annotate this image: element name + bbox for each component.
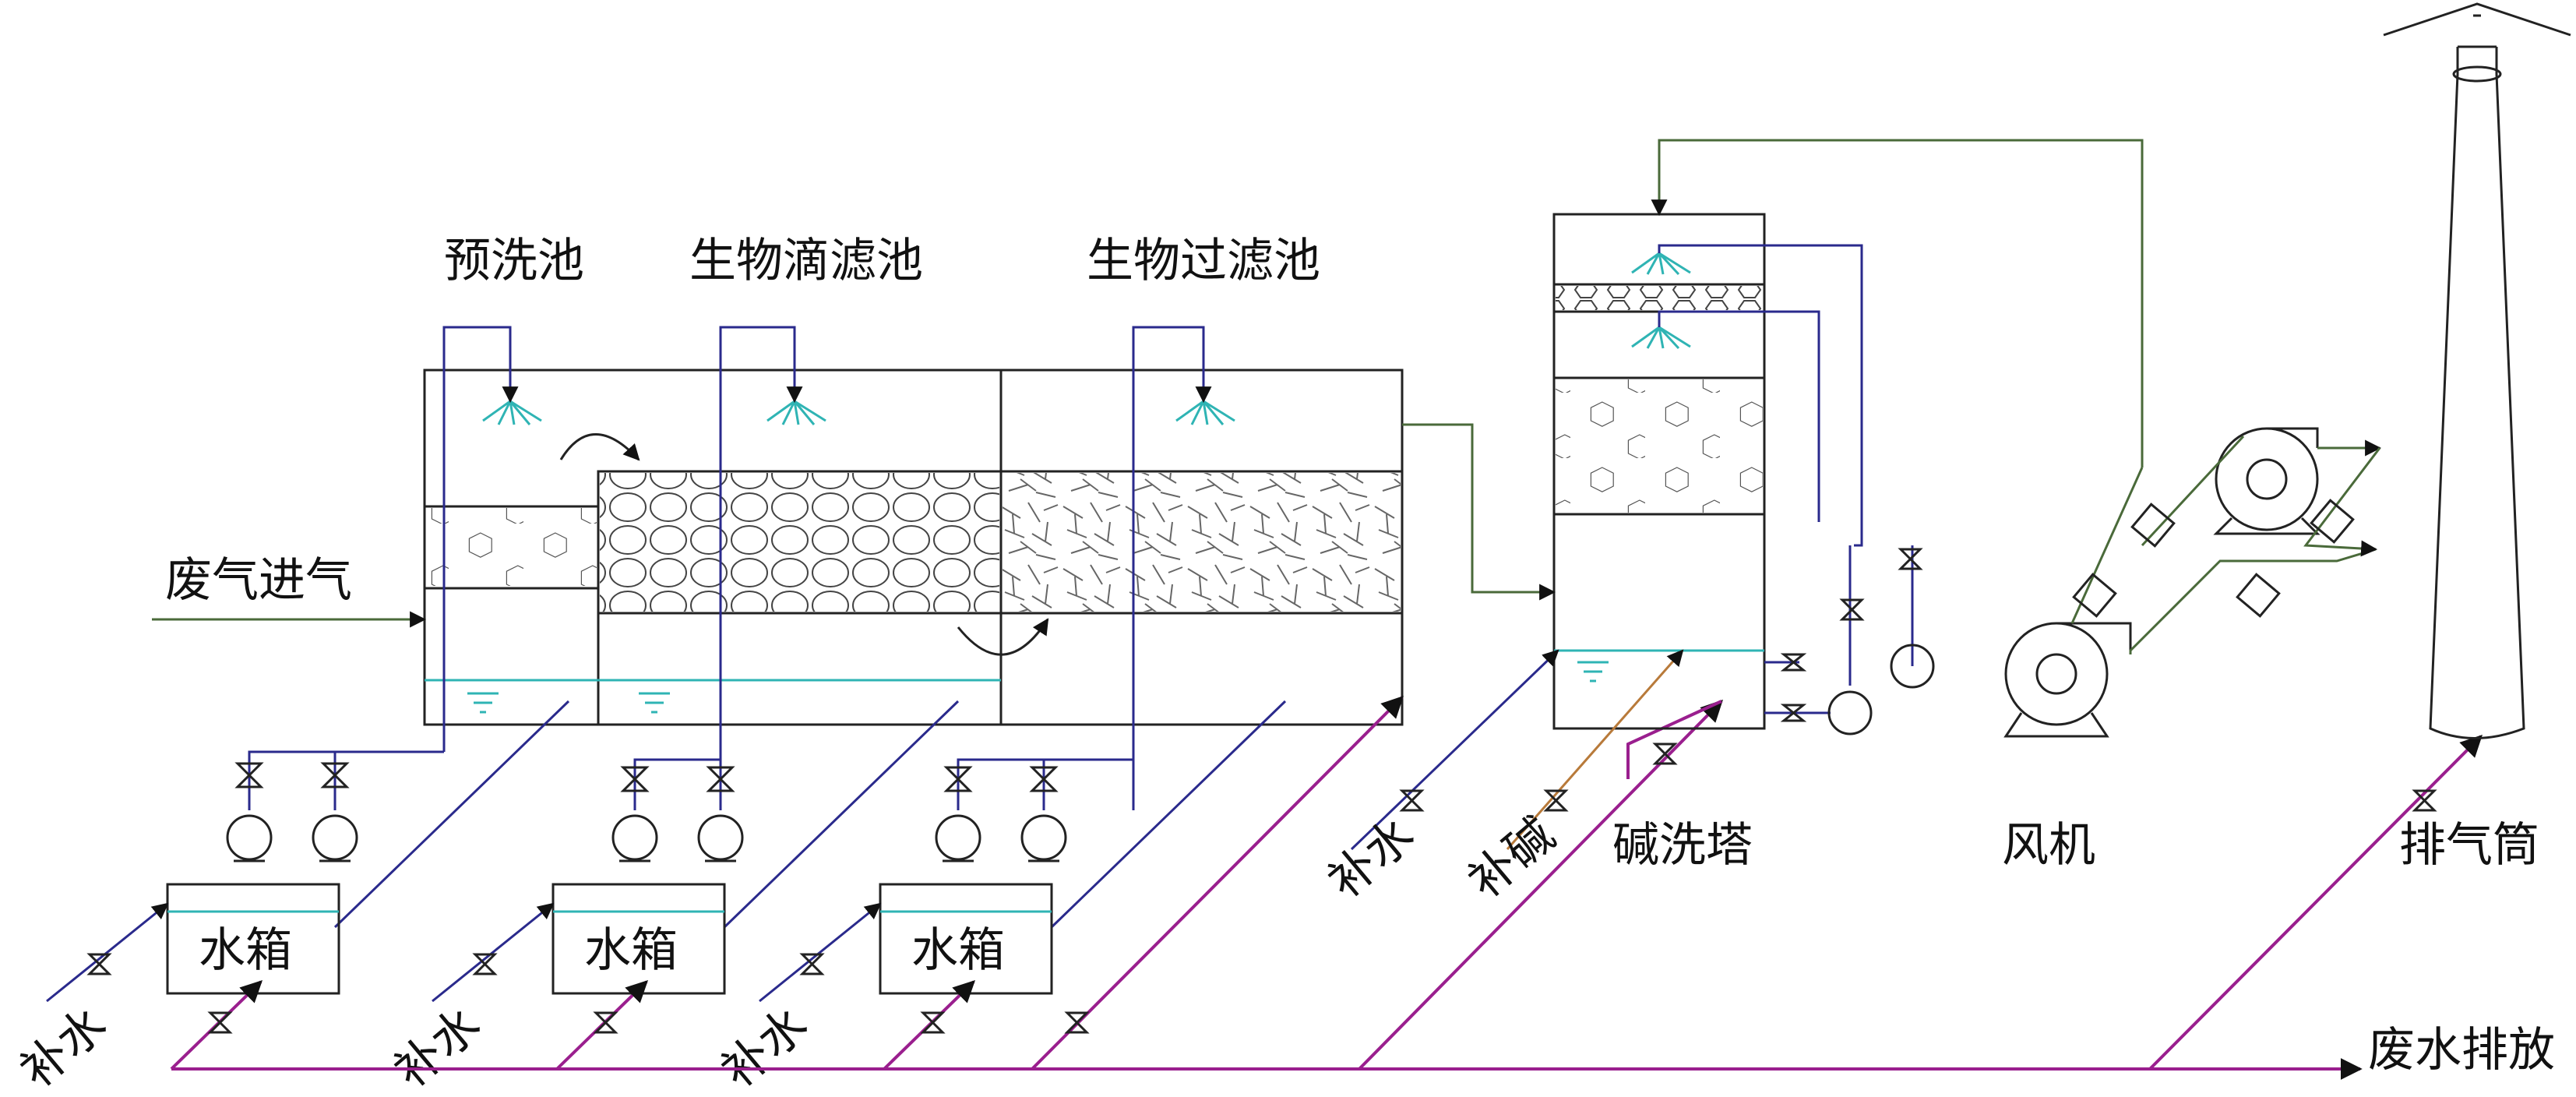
wastewater-label: 废水排放 bbox=[2368, 1023, 2555, 1078]
prewash-label: 预洗池 bbox=[444, 234, 584, 288]
wastewater-drain-lines bbox=[170, 696, 2483, 1080]
exhaust-stack bbox=[2383, 2, 2571, 739]
biofilter-label: 生物过滤池 bbox=[1087, 234, 1320, 288]
fan-icon bbox=[2213, 427, 2321, 535]
scrubber-recirculation bbox=[1658, 244, 1935, 735]
water-tank: 水箱 bbox=[879, 883, 1053, 995]
makeup-water-label: 补水 bbox=[384, 996, 491, 1097]
valve-icons bbox=[234, 762, 1059, 792]
gas-line-to-fan bbox=[1651, 139, 2144, 467]
makeup-water-lines bbox=[46, 902, 882, 1003]
biotrickling-label: 生物滴滤池 bbox=[689, 234, 923, 288]
water-tank: 水箱 bbox=[551, 883, 726, 995]
spray-nozzle-icons bbox=[482, 400, 1235, 425]
stack-label: 排气筒 bbox=[2399, 818, 2539, 873]
fan-piping bbox=[2070, 435, 2382, 654]
alkali-scrubber-tower bbox=[1552, 213, 1766, 730]
water-tank: 水箱 bbox=[166, 883, 340, 995]
svg-text:水箱: 水箱 bbox=[584, 923, 678, 978]
water-level-symbols bbox=[467, 692, 670, 714]
inlet-label: 废气进气 bbox=[165, 553, 352, 608]
flow-arrow bbox=[559, 433, 640, 461]
makeup-alkali-label: 补碱 bbox=[1458, 807, 1565, 909]
scrubber-makeup-lines bbox=[1350, 649, 1684, 851]
scrubber-label: 碱洗塔 bbox=[1612, 818, 1753, 873]
makeup-water-label: 补水 bbox=[10, 996, 117, 1097]
fan-label: 风机 bbox=[2002, 818, 2095, 873]
fan-icon bbox=[2003, 622, 2132, 738]
makeup-water-label: 补水 bbox=[711, 996, 818, 1097]
makeup-water-label: 补水 bbox=[1318, 807, 1425, 909]
bio-treatment-tank bbox=[423, 369, 1404, 726]
recirculation-lines bbox=[248, 326, 1287, 929]
gas-line-to-scrubber bbox=[1402, 423, 1556, 601]
svg-text:水箱: 水箱 bbox=[199, 923, 292, 978]
svg-text:水箱: 水箱 bbox=[911, 923, 1005, 978]
flow-arrow bbox=[957, 618, 1049, 656]
pump-icons bbox=[226, 814, 1067, 862]
